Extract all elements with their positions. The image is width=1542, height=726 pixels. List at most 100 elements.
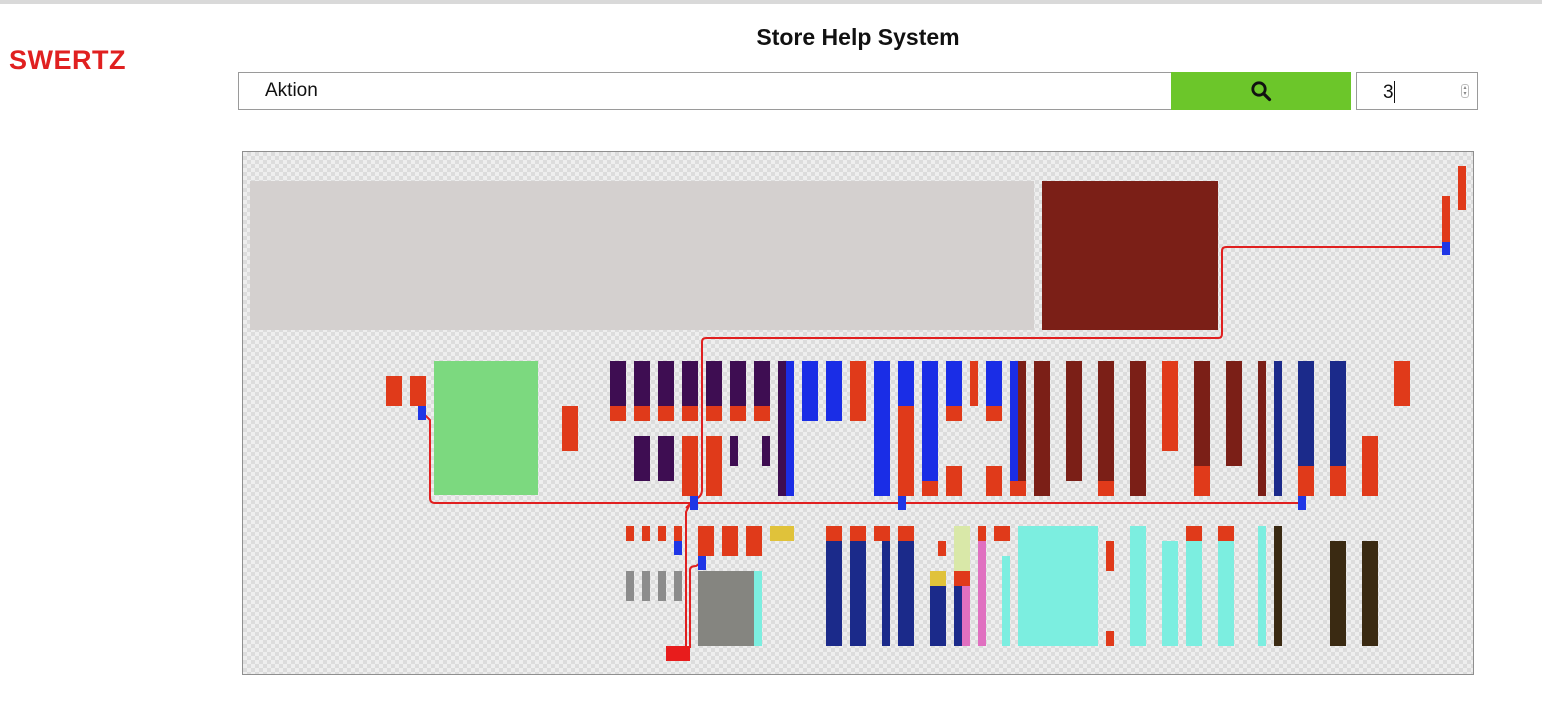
shelf[interactable] xyxy=(1010,481,1026,496)
shelf[interactable] xyxy=(946,466,962,496)
shelf[interactable] xyxy=(1106,541,1114,571)
shelf[interactable] xyxy=(1002,556,1010,646)
shelf[interactable] xyxy=(1330,361,1346,466)
shelf[interactable] xyxy=(1186,526,1202,541)
shelf[interactable] xyxy=(1362,436,1378,496)
shelf[interactable] xyxy=(954,571,970,586)
shelf[interactable] xyxy=(826,361,842,421)
shelf[interactable] xyxy=(1226,361,1242,466)
store-map[interactable] xyxy=(242,151,1474,675)
shelf[interactable] xyxy=(986,406,1002,421)
shelf[interactable] xyxy=(658,436,674,481)
shelf[interactable] xyxy=(850,526,866,541)
shelf[interactable] xyxy=(1106,631,1114,646)
department-block[interactable] xyxy=(1042,181,1218,330)
shelf[interactable] xyxy=(874,526,890,541)
shelf[interactable] xyxy=(634,406,650,421)
department-block[interactable] xyxy=(434,361,538,495)
shelf[interactable] xyxy=(706,361,722,406)
shelf[interactable] xyxy=(730,361,746,406)
shelf[interactable] xyxy=(898,361,914,406)
shelf[interactable] xyxy=(1162,361,1178,451)
department-block[interactable] xyxy=(1018,526,1098,646)
route-marker[interactable] xyxy=(1298,496,1306,510)
shelf[interactable] xyxy=(610,406,626,421)
shelf[interactable] xyxy=(634,436,650,481)
shelf[interactable] xyxy=(1130,361,1146,496)
shelf[interactable] xyxy=(730,406,746,421)
shelf[interactable] xyxy=(946,361,962,406)
shelf[interactable] xyxy=(674,571,682,601)
brand-logo[interactable]: SWERTZ xyxy=(9,45,126,75)
shelf[interactable] xyxy=(786,361,794,496)
shelf[interactable] xyxy=(978,541,986,646)
shelf[interactable] xyxy=(1298,361,1314,466)
search-button[interactable] xyxy=(1171,72,1351,110)
route-marker[interactable] xyxy=(698,556,706,570)
shelf[interactable] xyxy=(922,481,938,496)
shelf[interactable] xyxy=(826,541,842,646)
shelf[interactable] xyxy=(874,361,890,496)
shelf[interactable] xyxy=(762,436,770,466)
number-spinner[interactable]: ▴▾ xyxy=(1461,84,1469,98)
shelf[interactable] xyxy=(938,541,946,556)
shelf[interactable] xyxy=(674,526,682,541)
shelf[interactable] xyxy=(562,406,578,451)
shelf[interactable] xyxy=(1066,361,1082,481)
shelf[interactable] xyxy=(930,586,946,646)
shelf[interactable] xyxy=(930,571,946,586)
shelf[interactable] xyxy=(1098,481,1114,496)
shelf[interactable] xyxy=(1194,466,1210,496)
shelf[interactable] xyxy=(1458,166,1466,210)
shelf[interactable] xyxy=(1394,361,1410,406)
shelf[interactable] xyxy=(922,361,938,481)
shelf[interactable] xyxy=(1098,361,1114,481)
shelf[interactable] xyxy=(642,526,650,541)
shelf[interactable] xyxy=(1194,361,1210,466)
shelf[interactable] xyxy=(730,436,738,466)
shelf[interactable] xyxy=(1330,466,1346,496)
result-count-input[interactable]: 3 ▴▾ xyxy=(1356,72,1478,110)
shelf[interactable] xyxy=(754,361,770,406)
shelf[interactable] xyxy=(882,541,890,646)
shelf[interactable] xyxy=(626,526,634,541)
shelf[interactable] xyxy=(682,361,698,406)
shelf[interactable] xyxy=(826,526,842,541)
shelf[interactable] xyxy=(682,406,698,421)
route-marker[interactable] xyxy=(690,496,698,510)
shelf[interactable] xyxy=(898,526,914,541)
shelf[interactable] xyxy=(986,361,1002,406)
shelf[interactable] xyxy=(1130,526,1146,646)
shelf[interactable] xyxy=(682,436,698,496)
shelf[interactable] xyxy=(698,526,714,556)
shelf[interactable] xyxy=(1442,196,1450,242)
shelf[interactable] xyxy=(658,571,666,601)
shelf[interactable] xyxy=(954,526,970,571)
shelf[interactable] xyxy=(722,526,738,556)
route-marker[interactable] xyxy=(418,406,426,420)
shelf[interactable] xyxy=(754,571,762,646)
shelf[interactable] xyxy=(1362,541,1378,646)
shelf[interactable] xyxy=(850,541,866,646)
route-marker[interactable] xyxy=(1442,242,1450,255)
shelf[interactable] xyxy=(954,586,962,646)
shelf[interactable] xyxy=(770,526,794,541)
shelf[interactable] xyxy=(706,436,722,496)
shelf[interactable] xyxy=(610,361,626,406)
shelf[interactable] xyxy=(634,361,650,406)
shelf[interactable] xyxy=(778,361,786,496)
shelf[interactable] xyxy=(962,586,970,646)
shelf[interactable] xyxy=(658,526,666,541)
shelf[interactable] xyxy=(1330,541,1346,646)
shelf[interactable] xyxy=(410,376,426,406)
shelf[interactable] xyxy=(1274,361,1282,496)
route-marker[interactable] xyxy=(674,541,682,555)
shelf[interactable] xyxy=(1218,541,1234,646)
shelf[interactable] xyxy=(706,406,722,421)
shelf[interactable] xyxy=(626,571,634,601)
shelf[interactable] xyxy=(1010,361,1018,481)
department-block[interactable] xyxy=(698,571,754,646)
shelf[interactable] xyxy=(986,466,1002,496)
route-marker[interactable] xyxy=(898,496,906,510)
shelf[interactable] xyxy=(1162,541,1178,646)
